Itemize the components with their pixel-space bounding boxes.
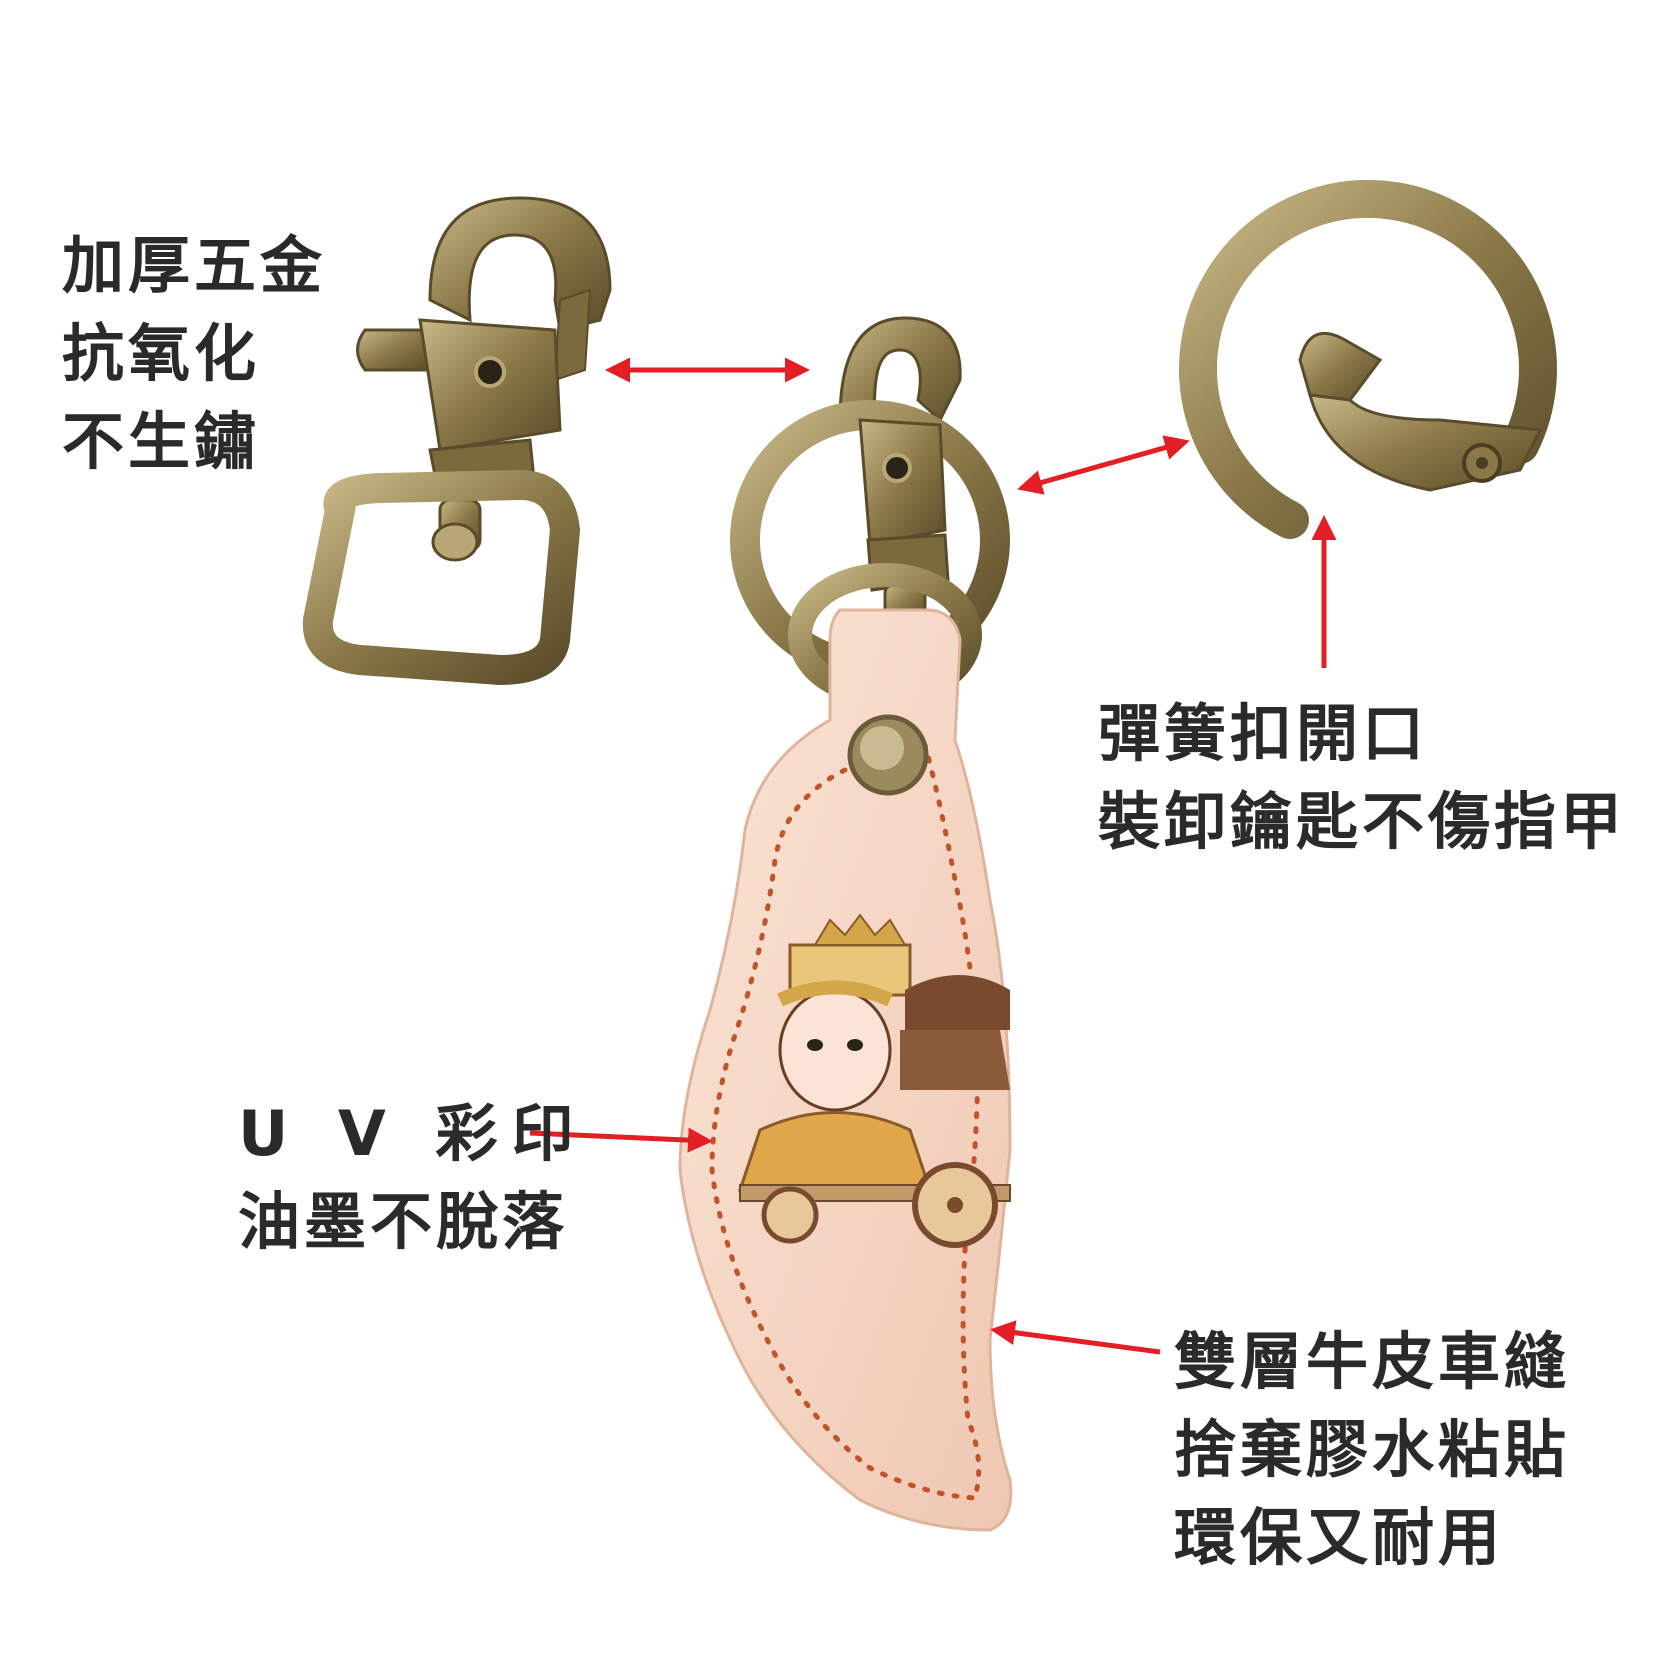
arrow-uv [529,1127,713,1153]
arrow-ring [1017,435,1190,495]
label-stitching: 雙層牛皮車縫 捨棄膠水粘貼 環保又耐用 [1174,1318,1570,1582]
label-uv-print: U V 彩印 油墨不脫落 [238,1090,588,1266]
printed-mazu-figure [737,913,1011,1248]
label-hardware-line: 加厚五金 [62,229,327,302]
label-hardware-line: 抗氧化 [62,317,261,390]
label-uv-line: U V 彩印 [238,1097,588,1170]
label-stitch-line: 雙層牛皮車縫 [1174,1325,1571,1398]
assembled-keychain [678,316,1013,1532]
label-spring-ring: 彈簧扣開口 裝卸鑰匙不傷指甲 [1098,690,1626,866]
callout-arrows [529,357,1337,1355]
label-hardware-line: 不生鏽 [62,405,261,478]
label-ring-line: 彈簧扣開口 [1098,697,1429,770]
arrow-stitch [990,1320,1161,1355]
label-uv-line: 油墨不脫落 [238,1185,569,1258]
label-stitch-line: 環保又耐用 [1174,1501,1505,1574]
spring-ring-right [1178,179,1557,539]
swivel-clasp-left [302,196,612,686]
label-stitch-line: 捨棄膠水粘貼 [1174,1413,1571,1486]
label-hardware: 加厚五金 抗氧化 不生鏽 [62,222,326,486]
label-ring-line: 裝卸鑰匙不傷指甲 [1098,785,1627,858]
